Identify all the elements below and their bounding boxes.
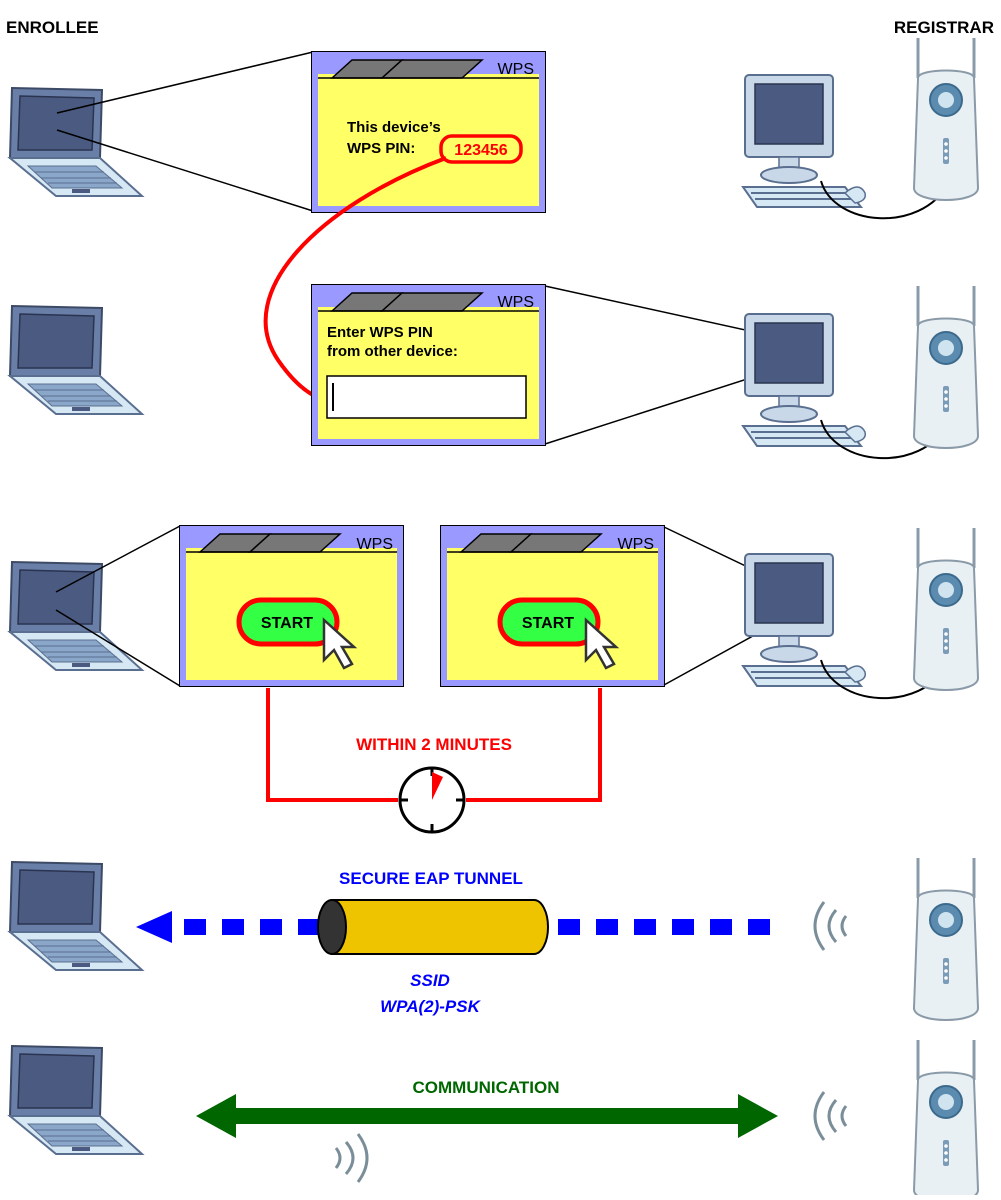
tunnel-credential-psk: WPA(2)-PSK — [380, 997, 482, 1016]
laptop-icon — [9, 1045, 143, 1155]
wps-window-registrar-start: WPS START — [440, 525, 665, 687]
communication-arrow — [196, 1094, 778, 1138]
access-point-icon — [912, 284, 980, 450]
access-point-icon — [912, 1038, 980, 1200]
pin-value: 123456 — [454, 142, 507, 159]
start-button-label: START — [522, 615, 574, 632]
pin-transfer-arrow — [263, 156, 447, 404]
enrollee-header: ENROLLEE — [6, 18, 99, 37]
start-button[interactable] — [236, 597, 340, 647]
window-tab-label: WPS — [357, 536, 393, 553]
window-tab-label: WPS — [498, 61, 534, 78]
pin-display-line2: WPS PIN: — [347, 140, 415, 157]
access-point-icon — [912, 36, 980, 202]
timer-label: WITHIN 2 MINUTES — [356, 735, 512, 754]
window-tab-label: WPS — [498, 294, 534, 311]
pin-display-line1: This device’s — [347, 119, 441, 136]
tunnel-dashes — [184, 919, 770, 935]
pin-entry-line1: Enter WPS PIN — [327, 324, 433, 341]
pin-entry-line2: from other device: — [327, 343, 458, 360]
start-button-label: START — [261, 615, 313, 632]
laptop-icon — [9, 87, 143, 197]
window-tab-label: WPS — [618, 536, 654, 553]
wps-window-pin-display: WPS This device’s WPS PIN: 123456 — [311, 51, 546, 213]
pin-entry-input[interactable] — [326, 375, 527, 419]
laptop-icon — [9, 561, 143, 671]
registrar-header: REGISTRAR — [894, 18, 994, 37]
tunnel-arrowhead — [136, 911, 172, 943]
access-point-icon — [912, 526, 980, 692]
timer-bracket — [266, 688, 398, 802]
desktop-computer-icon — [742, 74, 867, 208]
laptop-icon — [9, 861, 143, 971]
eap-tunnel-cylinder — [317, 899, 549, 955]
tunnel-credential-ssid: SSID — [410, 971, 450, 990]
communication-label: COMMUNICATION — [413, 1078, 560, 1097]
start-button[interactable] — [497, 597, 601, 647]
laptop-icon — [9, 305, 143, 415]
wireless-signal-icon — [813, 1090, 848, 1142]
wireless-signal-icon — [813, 900, 848, 952]
tunnel-label: SECURE EAP TUNNEL — [339, 869, 523, 888]
timer-bracket — [466, 688, 602, 802]
desktop-computer-icon — [742, 553, 867, 687]
wireless-signal-icon — [334, 1132, 369, 1184]
stopwatch-icon — [398, 766, 466, 834]
wps-window-pin-entry: WPS Enter WPS PIN from other device: — [311, 284, 546, 446]
desktop-computer-icon — [742, 313, 867, 447]
access-point-icon — [912, 856, 980, 1022]
wps-window-enrollee-start: WPS START — [179, 525, 404, 687]
